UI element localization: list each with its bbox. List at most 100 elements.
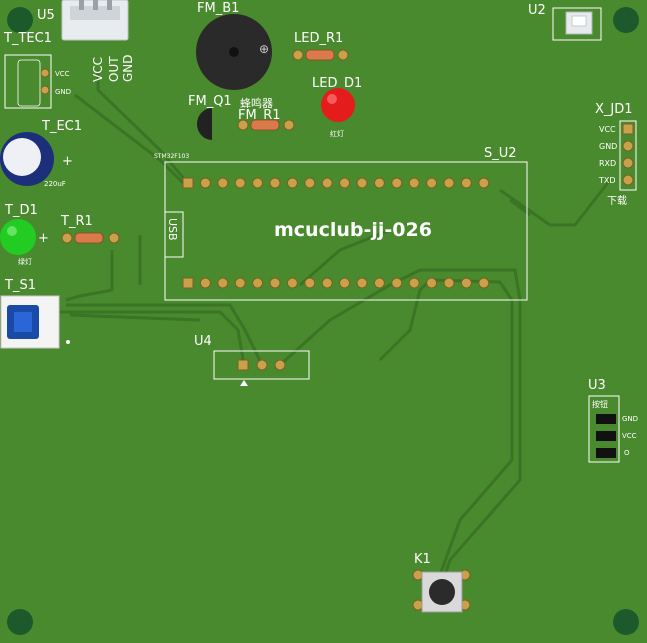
u3-cn-label: 按钮 xyxy=(592,399,608,409)
t-ec1-value: 220uF xyxy=(44,180,66,188)
t-r1-designator: T_R1 xyxy=(60,214,93,229)
fm-r1-designator: FM_R1 xyxy=(238,108,281,123)
s-u2-top-pin xyxy=(321,177,333,189)
usb-label: USB xyxy=(166,218,179,241)
s-u2-bottom-pin xyxy=(443,277,455,289)
x-jd1-cn-label: 下载 xyxy=(607,195,627,207)
board-title: mcuclub-jj-026 xyxy=(274,219,432,241)
led-r1-pad-1 xyxy=(292,49,304,61)
x-jd1-pin-2 xyxy=(622,140,634,152)
s-u2-top-pin xyxy=(408,177,420,189)
s-u2-chip-label: STM32F103 xyxy=(154,153,189,160)
led-d1-red-led xyxy=(321,88,355,122)
s-u2-bottom-pin xyxy=(321,277,333,289)
x-jd1-pin-3 xyxy=(622,157,634,169)
u2-designator: U2 xyxy=(528,3,546,18)
s-u2-bottom-pin xyxy=(286,277,298,289)
mounting-hole-bottom-left xyxy=(7,609,33,635)
u3-label-o: O xyxy=(624,449,630,457)
s-u2-bottom-pin xyxy=(408,277,420,289)
fm-b1-plus: ⊕ xyxy=(259,42,269,56)
s-u2-top-pin xyxy=(339,177,351,189)
usb-outline xyxy=(164,211,184,258)
mounting-hole-top-right xyxy=(613,7,639,33)
u3-label-vcc: VCC xyxy=(622,432,637,440)
s-u2-top-pin xyxy=(199,177,211,189)
fm-q1-designator: FM_Q1 xyxy=(188,94,232,109)
u4-marker xyxy=(240,380,248,386)
u3-pin-1 xyxy=(596,414,616,424)
s-u2-top-pin xyxy=(478,177,490,189)
s-u2-top-pin xyxy=(182,177,194,189)
u5-label-out: OUT xyxy=(107,56,121,82)
t-r1-pad-2 xyxy=(108,232,120,244)
t-r1-pad-1 xyxy=(61,232,73,244)
x-jd1-label-vcc: VCC xyxy=(599,125,616,134)
fm-r1-pad-1 xyxy=(237,119,249,131)
led-r1-designator: LED_R1 xyxy=(294,31,343,46)
x-jd1-header xyxy=(619,120,637,191)
s-u2-top-pin xyxy=(304,177,316,189)
u4-designator: U4 xyxy=(194,334,212,349)
led-r1-pad-2 xyxy=(337,49,349,61)
t-ec1-designator: T_EC1 xyxy=(41,119,82,134)
t-tec1-outline xyxy=(4,54,52,109)
x-jd1-label-txd: TXD xyxy=(598,176,616,185)
led-r1-body xyxy=(305,49,335,61)
x-jd1-label-rxd: RXD xyxy=(599,159,616,168)
t-ec1-plus: + xyxy=(62,154,73,169)
t-d1-designator: T_D1 xyxy=(4,203,38,218)
x-jd1-pin-4 xyxy=(622,174,634,186)
u4-pin-3 xyxy=(274,359,286,371)
u4-pin-1 xyxy=(237,359,249,371)
led-d1-highlight xyxy=(327,94,337,104)
s-u2-pins-bottom xyxy=(182,277,490,289)
s-u2-top-pin xyxy=(460,177,472,189)
fm-r1-body xyxy=(250,119,280,131)
fm-r1-pad-2 xyxy=(283,119,295,131)
t-d1-highlight xyxy=(7,226,17,236)
s-u2-top-pin xyxy=(356,177,368,189)
t-tec1-pad-2 xyxy=(40,85,50,95)
u4-outline xyxy=(213,350,310,380)
s-u2-bottom-pin xyxy=(234,277,246,289)
s-u2-bottom-pin xyxy=(391,277,403,289)
u2-module-window xyxy=(571,15,587,27)
u3-pin-2 xyxy=(596,431,616,441)
fm-q1-buzzer-cn: 蜂鸣器 xyxy=(240,96,273,110)
fm-b1-designator: FM_B1 xyxy=(197,1,239,16)
u3-designator: U3 xyxy=(588,378,606,393)
x-jd1-designator: X_JD1 xyxy=(595,102,633,117)
mounting-hole-top-left xyxy=(7,7,33,33)
u5-designator: U5 xyxy=(37,8,55,23)
t-r1-body xyxy=(74,232,104,244)
u3-label-gnd: GND xyxy=(622,415,638,423)
t-d1-cn-label: 绿灯 xyxy=(18,257,32,266)
s-u2-top-pin xyxy=(391,177,403,189)
s-u2-bottom-pin xyxy=(199,277,211,289)
t-tec1-label-vcc: VCC xyxy=(55,70,70,78)
s-u2-top-pin xyxy=(373,177,385,189)
u5-label-gnd: GND xyxy=(121,54,135,82)
s-u2-bottom-pin xyxy=(460,277,472,289)
x-jd1-pin-1 xyxy=(622,123,634,135)
s-u2-bottom-pin xyxy=(356,277,368,289)
t-tec1-designator: T_TEC1 xyxy=(3,31,52,46)
s-u2-bottom-pin xyxy=(182,277,194,289)
s-u2-bottom-pin xyxy=(304,277,316,289)
t-d1-green-led xyxy=(0,219,36,255)
t-s1-dot xyxy=(66,340,70,344)
s-u2-top-pin xyxy=(234,177,246,189)
s-u2-bottom-pin xyxy=(426,277,438,289)
fm-b1-buzzer-hole xyxy=(229,47,239,57)
u3-outline xyxy=(588,395,620,463)
led-d1-cn-label: 红灯 xyxy=(330,129,344,138)
s-u2-top-pin xyxy=(269,177,281,189)
s-u2-top-pin xyxy=(426,177,438,189)
u5-label-vcc: VCC xyxy=(91,57,105,82)
u4-pin-2 xyxy=(256,359,268,371)
s-u2-bottom-pin xyxy=(478,277,490,289)
t-tec1-sensor xyxy=(17,59,41,107)
k1-button-cap xyxy=(429,579,455,605)
